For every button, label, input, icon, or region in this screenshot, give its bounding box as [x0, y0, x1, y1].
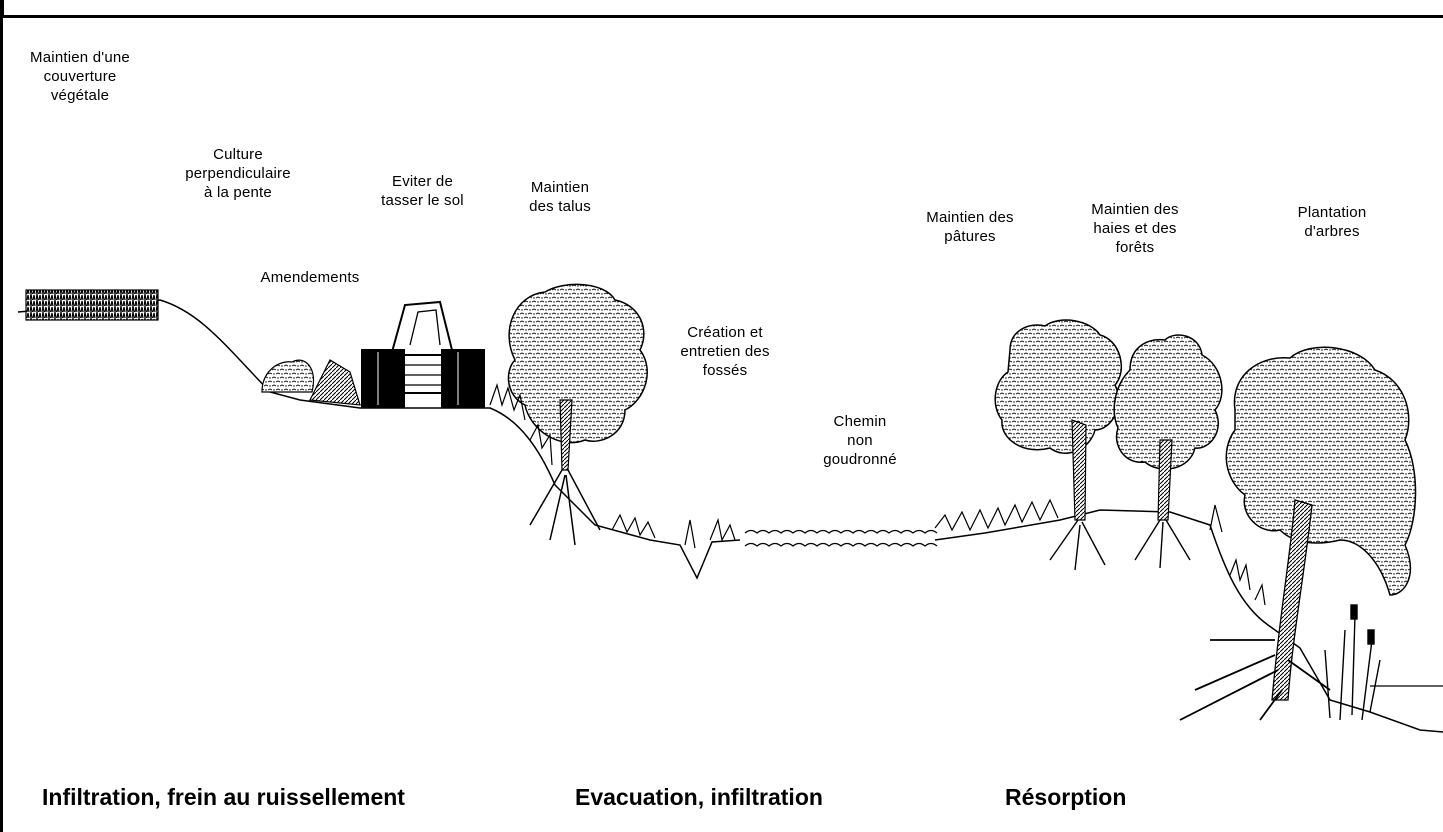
vegetation-cover	[25, 289, 159, 321]
hedge-tree-left	[994, 319, 1123, 571]
gravel-path	[740, 529, 938, 550]
reeds	[1324, 604, 1381, 721]
hedge-tree-right	[1113, 334, 1223, 569]
diagram-left-border	[0, 18, 3, 832]
section-infiltration: Infiltration, frein au ruissellement	[42, 784, 405, 810]
label-plantation: Plantation d'arbres	[1297, 204, 1367, 240]
plantation-tree	[1179, 346, 1417, 721]
label-culture: Culture perpendiculaire à la pente	[185, 146, 291, 201]
ground-line	[17, 299, 1443, 733]
tractor	[361, 300, 485, 408]
label-fosses: Création et entretien des fossés	[680, 324, 770, 379]
label-haies: Maintien des haies et des forêts	[1091, 201, 1179, 256]
grass-right-slope	[1209, 504, 1266, 606]
label-eviter: Eviter de tasser le sol	[381, 173, 464, 209]
talus-tree	[507, 283, 648, 546]
ditch-grass	[684, 517, 736, 549]
label-couverture: Maintien d'une couverture végétale	[30, 49, 130, 104]
label-chemin: Chemin non goudronné	[823, 413, 897, 468]
shrub-left	[261, 359, 314, 393]
diagram-corner	[0, 0, 4, 18]
label-patures: Maintien des pâtures	[926, 209, 1014, 245]
label-talus: Maintien des talus	[529, 179, 591, 215]
pasture-grass	[934, 498, 1059, 532]
diagram-top-border	[0, 0, 1443, 18]
shrub-right	[309, 359, 361, 406]
section-evacuation: Evacuation, infiltration	[575, 784, 823, 810]
label-amendements: Amendements	[260, 269, 360, 286]
grass-slope	[489, 382, 656, 539]
section-resorption: Résorption	[1005, 784, 1127, 810]
